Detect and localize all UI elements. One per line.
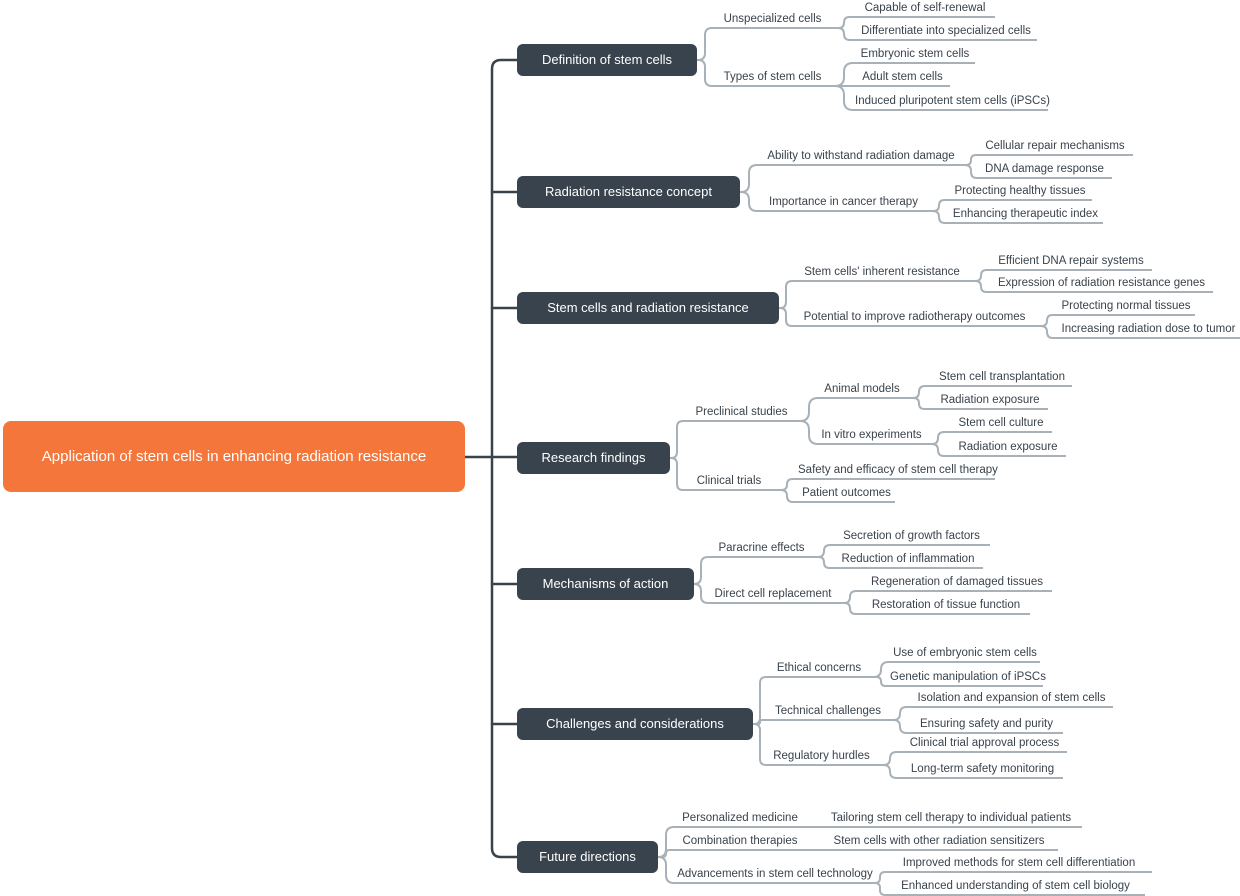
- root-topic[interactable]: Application of stem cells in enhancing r…: [3, 421, 465, 492]
- topic-label[interactable]: Technical challenges: [766, 704, 890, 721]
- node-challenges-and-considerations[interactable]: Challenges and considerations: [517, 708, 753, 740]
- topic-label[interactable]: Increasing radiation dose to tumor: [1057, 322, 1240, 339]
- topic-label[interactable]: Personalized medicine: [675, 811, 805, 828]
- topic-label[interactable]: Animal models: [818, 382, 906, 399]
- topic-label[interactable]: Importance in cancer therapy: [757, 195, 930, 212]
- topic-label[interactable]: Stem cell culture: [950, 416, 1052, 433]
- topic-label[interactable]: Reduction of inflammation: [833, 552, 983, 569]
- topic-label[interactable]: Protecting healthy tissues: [948, 184, 1092, 201]
- topic-label[interactable]: Advancements in stem cell technology: [675, 867, 875, 884]
- topic-label[interactable]: Embryonic stem cells: [855, 47, 975, 64]
- topic-label[interactable]: Enhancing therapeutic index: [948, 207, 1103, 224]
- topic-label[interactable]: Tailoring stem cell therapy to individua…: [820, 811, 1082, 828]
- topic-label[interactable]: Secretion of growth factors: [833, 529, 990, 546]
- topic-label[interactable]: Efficient DNA repair systems: [990, 254, 1152, 271]
- topic-label[interactable]: Stem cells' inherent resistance: [792, 265, 972, 282]
- topic-label[interactable]: Restoration of tissue function: [862, 598, 1030, 615]
- topic-label[interactable]: Capable of self-renewal: [855, 1, 995, 18]
- node-stem-cells-and-radiation-resistance[interactable]: Stem cells and radiation resistance: [517, 292, 779, 324]
- topic-label[interactable]: Radiation exposure: [932, 393, 1048, 410]
- topic-label[interactable]: Improved methods for stem cell different…: [886, 856, 1152, 873]
- topic-label[interactable]: Adult stem cells: [855, 70, 950, 87]
- topic-label[interactable]: Use of embryonic stem cells: [890, 646, 1040, 663]
- topic-label[interactable]: Safety and efficacy of stem cell therapy: [798, 463, 998, 480]
- topic-label[interactable]: Types of stem cells: [712, 70, 833, 87]
- topic-label[interactable]: In vitro experiments: [818, 428, 925, 445]
- node-radiation-resistance-concept[interactable]: Radiation resistance concept: [517, 176, 740, 208]
- topic-label[interactable]: Direct cell replacement: [708, 587, 838, 604]
- topic-label[interactable]: Ethical concerns: [766, 661, 872, 678]
- topic-label[interactable]: Combination therapies: [675, 834, 805, 851]
- topic-label[interactable]: Clinical trial approval process: [902, 736, 1067, 753]
- topic-label[interactable]: Protecting normal tissues: [1057, 299, 1195, 316]
- topic-label[interactable]: Regeneration of damaged tissues: [862, 575, 1052, 592]
- topic-label[interactable]: Radiation exposure: [950, 440, 1066, 457]
- topic-label[interactable]: Patient outcomes: [798, 486, 895, 503]
- topic-label[interactable]: Ensuring safety and purity: [910, 717, 1063, 734]
- topic-label[interactable]: Paracrine effects: [708, 541, 815, 558]
- node-mechanisms-of-action[interactable]: Mechanisms of action: [517, 568, 694, 600]
- topic-label[interactable]: Long-term safety monitoring: [902, 762, 1063, 779]
- node-definition-of-stem-cells[interactable]: Definition of stem cells: [517, 44, 697, 76]
- topic-label[interactable]: Genetic manipulation of iPSCs: [890, 670, 1046, 687]
- topic-label[interactable]: Clinical trials: [683, 474, 775, 491]
- topic-label[interactable]: Expression of radiation resistance genes: [990, 276, 1213, 293]
- topic-label[interactable]: Cellular repair mechanisms: [977, 139, 1133, 156]
- topic-label[interactable]: Stem cells with other radiation sensitiz…: [820, 834, 1058, 851]
- topic-label[interactable]: Unspecialized cells: [712, 12, 833, 29]
- node-research-findings[interactable]: Research findings: [517, 442, 670, 474]
- topic-label[interactable]: Induced pluripotent stem cells (iPSCs): [855, 94, 1050, 111]
- topic-label[interactable]: Enhanced understanding of stem cell biol…: [886, 879, 1145, 896]
- topic-label[interactable]: Ability to withstand radiation damage: [757, 149, 965, 166]
- topic-label[interactable]: Regulatory hurdles: [766, 749, 877, 766]
- topic-label[interactable]: Potential to improve radiotherapy outcom…: [792, 310, 1037, 327]
- topic-label[interactable]: Differentiate into specialized cells: [855, 24, 1037, 41]
- topic-label[interactable]: DNA damage response: [977, 162, 1112, 179]
- topic-label[interactable]: Isolation and expansion of stem cells: [910, 691, 1113, 708]
- node-future-directions[interactable]: Future directions: [517, 841, 658, 873]
- topic-label[interactable]: Stem cell transplantation: [932, 370, 1072, 387]
- topic-label[interactable]: Preclinical studies: [683, 405, 800, 422]
